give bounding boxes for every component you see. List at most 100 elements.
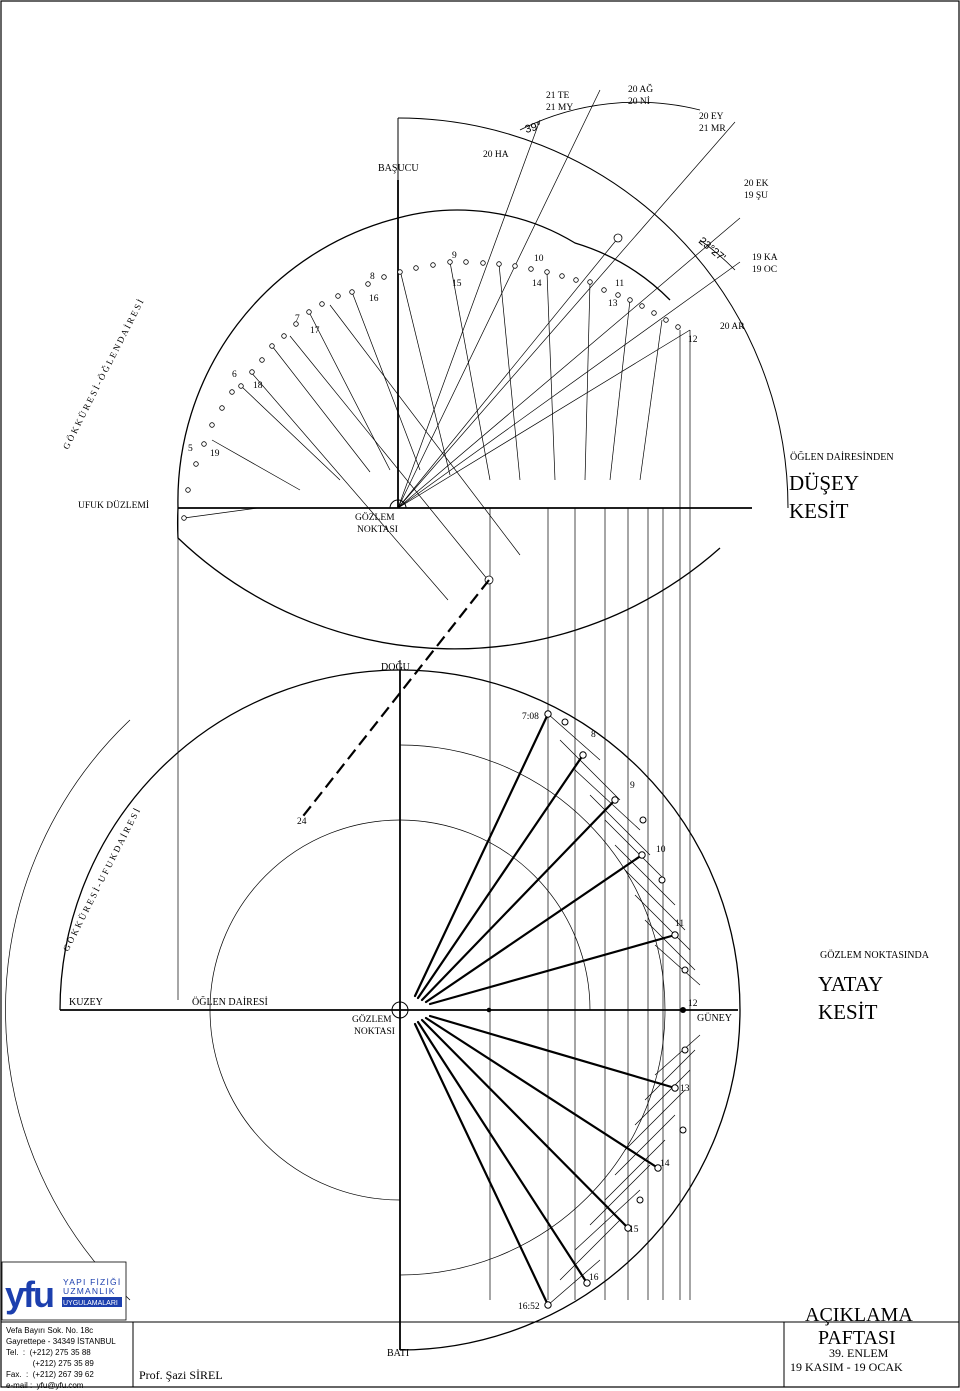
latitude-footer: 39. ENLEM xyxy=(829,1346,889,1360)
h-hour-15: 15 xyxy=(629,1225,639,1235)
org-line-2: UZMANLIK xyxy=(63,1286,116,1296)
sun-ray-lines xyxy=(397,89,741,509)
vertical-title-line1: DÜŞEY xyxy=(789,471,859,495)
date-oct-feb-1: 20 EK xyxy=(744,179,769,189)
address-line: Gayrettepe - 34349 İSTANBUL xyxy=(6,1337,116,1346)
date-sep-mar-1: 20 EY xyxy=(699,112,724,122)
h-hour-14: 14 xyxy=(660,1159,670,1169)
h-hour-16: 16 xyxy=(589,1273,599,1283)
inner-circle-large xyxy=(5,719,131,1301)
midnight-marker: 24 xyxy=(297,817,307,827)
hour-13: 13 xyxy=(608,299,618,309)
east-label: DOĞU xyxy=(381,661,411,673)
address-line: Fax. : (+212) 267 39 62 xyxy=(6,1370,94,1379)
observer-marker-horizontal xyxy=(390,1000,410,1020)
meridian-label: ÖĞLEN DAİRESİ xyxy=(192,996,268,1008)
logo-mark: yfu xyxy=(5,1274,53,1315)
hour-15: 15 xyxy=(452,279,462,289)
org-line-3-bg xyxy=(62,1297,122,1307)
logo-box xyxy=(1,1261,127,1321)
h-hour-8: 8 xyxy=(591,730,596,740)
org-line-1: YAPI FİZİĞİ xyxy=(63,1277,121,1287)
projection-verticals xyxy=(177,330,691,1300)
horizontal-title-small: GÖZLEM NOKTASINDA xyxy=(820,949,930,961)
hour-17: 17 xyxy=(310,326,320,336)
hour-12-vertical: 12 xyxy=(688,335,698,345)
inner-circle-small xyxy=(399,744,666,1011)
inner-circle-right-lower xyxy=(399,1009,666,1276)
vertical-title-small: ÖĞLEN DAİRESİNDEN xyxy=(790,451,894,463)
address-line: Tel. : (+212) 275 35 88 xyxy=(6,1348,91,1357)
sun-azimuth-lines xyxy=(413,712,677,1307)
mid-dot xyxy=(486,1007,492,1013)
author: Prof. Şazi SİREL xyxy=(139,1368,223,1382)
latitude-arc xyxy=(519,101,701,131)
south-label: GÜNEY xyxy=(697,1012,732,1024)
org-line-3: UYGULAMALARI xyxy=(63,1300,118,1307)
hour-lines xyxy=(183,261,663,601)
date-may-jul-1: 20 AĞ xyxy=(628,83,653,95)
date-sep-mar-2: 21 MR xyxy=(699,124,726,134)
hour-9: 9 xyxy=(452,251,457,261)
observer-label-2: NOKTASI xyxy=(357,525,398,535)
address-line: e-mail : yfu@yfu.com xyxy=(6,1381,84,1390)
hour-16: 16 xyxy=(369,294,379,304)
hour-6: 6 xyxy=(232,370,237,380)
hour-19: 19 xyxy=(210,449,220,459)
hour-10: 10 xyxy=(534,254,544,264)
horizon-circle-label: G Ö K K Ü R E S İ - U F U K D A İ R E S … xyxy=(61,807,142,953)
obliquity-angle: 23°27' xyxy=(696,235,727,264)
horizontal-section: DOĞU BATI KUZEY GÜNEY ÖĞLEN DAİRESİ GÖZL… xyxy=(5,660,930,1359)
latitude-angle: 39° xyxy=(524,120,543,136)
horizontal-title-line1: YATAY xyxy=(818,972,883,996)
observer-label-h1: GÖZLEM xyxy=(352,1013,392,1025)
observer-label-h2: NOKTASI xyxy=(354,1027,395,1037)
date-mar-sep-1: 21 TE xyxy=(546,91,570,101)
sun-path-markers xyxy=(544,710,689,1309)
west-label: BATI xyxy=(387,1348,409,1359)
inner-circle-tiny-right xyxy=(399,819,591,1011)
sheet-title-2: PAFTASI xyxy=(818,1327,896,1349)
h-hour-9: 9 xyxy=(630,781,635,791)
hour-7: 7 xyxy=(295,314,300,324)
hour-11: 11 xyxy=(615,279,624,289)
celestial-meridian-arc xyxy=(176,209,721,650)
title-block: yfu YAPI FİZİĞİ UZMANLIK UYGULAMALARI AÇ… xyxy=(1,1261,913,1382)
period-footer: 19 KASIM - 19 OCAK xyxy=(790,1360,903,1374)
observer-label-1: GÖZLEM xyxy=(355,511,395,523)
meridian-arc-ticks xyxy=(181,233,681,585)
date-mar-sep-2: 21 MY xyxy=(546,103,573,113)
hour-5: 5 xyxy=(188,444,193,454)
h-hour-12: 12 xyxy=(688,999,698,1009)
date-jun: 20 HA xyxy=(483,150,509,160)
date-nov-jan-1: 19 KA xyxy=(752,253,778,263)
hour-8: 8 xyxy=(370,272,375,282)
zenith-label: BAŞUCU xyxy=(378,163,419,174)
sheet-title-1: AÇIKLAMA xyxy=(805,1304,913,1326)
address-line: (+212) 275 35 89 xyxy=(6,1359,94,1368)
vertical-section: BAŞUCU UFUK DÜZLEMİ GÖZLEM NOKTASI G Ö K… xyxy=(61,83,894,1300)
address-line: Vefa Bayırı Sok. No. 18c xyxy=(6,1326,94,1335)
date-nov-jan-2: 19 OC xyxy=(752,265,777,275)
horizon-plane-label: UFUK DÜZLEMİ xyxy=(78,499,149,511)
meridian-vertical-label: G Ö K K Ü R E S İ - Ö Ğ L E N D A İ R E … xyxy=(61,298,146,451)
date-oct-feb-2: 19 ŞU xyxy=(744,191,768,201)
sunrise-label: 7:08 xyxy=(522,712,539,722)
north-label: KUZEY xyxy=(69,997,103,1008)
outer-semicircle xyxy=(397,117,789,509)
horizontal-title-line2: KESİT xyxy=(818,1000,878,1024)
sunset-label: 16:52 xyxy=(518,1302,540,1312)
h-hour-10: 10 xyxy=(656,845,666,855)
noon-dot xyxy=(680,1007,686,1013)
date-dec: 20 AR xyxy=(720,322,745,332)
address-block: Vefa Bayırı Sok. No. 18c Gayrettepe - 34… xyxy=(6,1325,130,1391)
horizon-circle xyxy=(59,669,741,1351)
hour-18: 18 xyxy=(253,381,263,391)
hour-14: 14 xyxy=(532,279,542,289)
dashed-sun-path-link xyxy=(299,579,490,821)
vertical-title-line2: KESİT xyxy=(789,499,849,523)
date-may-jul-2: 20 Nİ xyxy=(628,95,650,107)
h-hour-13: 13 xyxy=(680,1084,690,1094)
